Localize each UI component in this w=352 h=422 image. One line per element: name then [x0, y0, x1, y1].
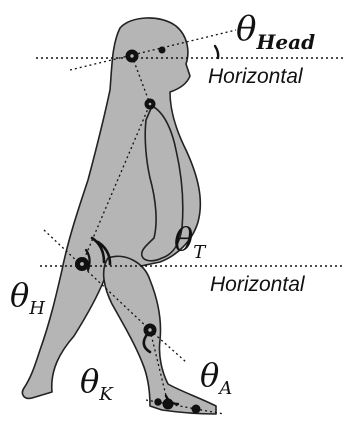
body-silhouette [22, 18, 216, 414]
shoulder-marker [145, 99, 155, 109]
head-marker [126, 50, 138, 62]
head-front-marker [159, 47, 165, 53]
head-angle-arc [215, 46, 218, 58]
theta-k-label: θK [80, 362, 114, 405]
hip-marker [76, 258, 89, 271]
knee-marker [144, 324, 156, 336]
lower-horizontal-label: Horizontal [210, 273, 306, 296]
toe-marker [192, 405, 200, 413]
theta-head-label: θHead [236, 9, 315, 54]
theta-t-label: θT [174, 220, 207, 263]
theta-h-label: θH [10, 276, 45, 319]
theta-a-label: θA [200, 356, 232, 399]
upper-horizontal-label: Horizontal [208, 65, 304, 88]
ankle-marker [163, 399, 173, 409]
heel-marker [155, 399, 161, 405]
